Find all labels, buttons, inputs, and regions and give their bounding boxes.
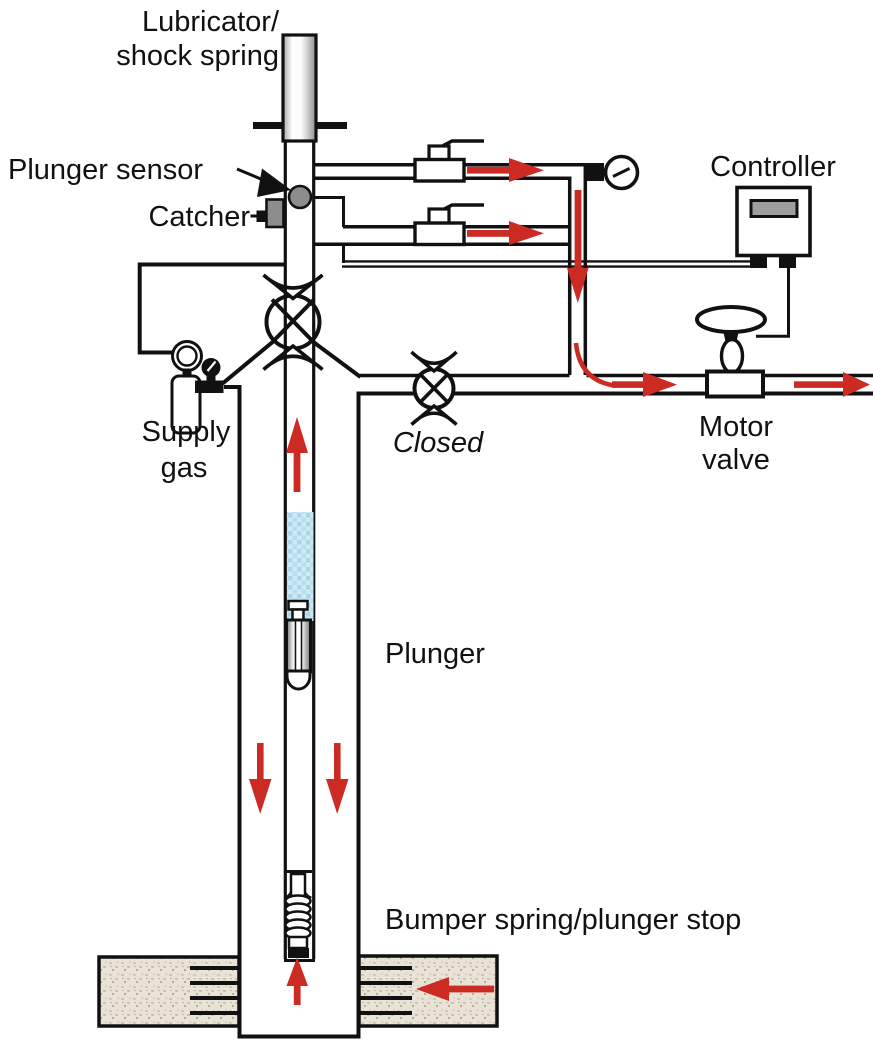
flow-arrow-inflow-up (286, 957, 308, 1005)
control-line (756, 267, 790, 338)
controller-housing (735, 185, 812, 258)
label-controller: Controller (710, 151, 836, 183)
vent-run1-top (313, 163, 588, 375)
control-valve-1 (413, 144, 466, 183)
label-lubricator-line1: Lubricator/ (142, 6, 280, 38)
closed-valve (410, 350, 458, 426)
pressure-gauge (586, 154, 640, 191)
motor-valve (695, 305, 767, 399)
plunger-barrel (285, 618, 312, 674)
supply-gauge-stem (182, 368, 192, 378)
ground-blocks (97, 954, 499, 1028)
bumper-spring (284, 870, 312, 958)
closed-valve-cross (419, 373, 449, 404)
controller-display (749, 199, 799, 218)
master-valve-cross (220, 298, 362, 386)
flow-arrow-tubing-up (286, 417, 308, 492)
supply-gauge-small-needle (206, 360, 217, 372)
label-bumper: Bumper spring/plunger stop (385, 904, 741, 936)
valve2-body (413, 221, 466, 247)
flow-arrow-vent1-right (467, 158, 544, 182)
plunger-stop-band (288, 948, 309, 958)
valve-bonnet (719, 337, 745, 375)
labels: Lubricator/ shock spring Plunger sensor … (8, 6, 836, 936)
flow-arrow-annulus-right-down (326, 743, 349, 814)
supply-loop-line (137, 262, 285, 355)
controller-terminal-right (779, 255, 796, 268)
catcher-nub (256, 210, 267, 222)
plunger-nose (285, 669, 312, 691)
gauge-needle (612, 167, 631, 178)
bumper-collar (287, 935, 309, 950)
plunger-cap (287, 599, 309, 611)
perforations-right (359, 966, 412, 1015)
closed-valve-wing-top (410, 350, 458, 374)
bumper-neck (289, 872, 307, 898)
supply-gauge-large-inner (176, 345, 198, 367)
catcher-block (250, 198, 285, 229)
supply-tank (170, 374, 202, 435)
supply-gauge-small-stem (206, 375, 216, 382)
regulator-outlet (195, 380, 224, 393)
plunger-sensor-dot (287, 184, 313, 210)
label-supply-line2: gas (161, 452, 208, 484)
label-plunger: Plunger (385, 638, 485, 670)
label-motor-line2: valve (702, 444, 770, 476)
actuator-diaphragm (695, 305, 767, 334)
flow-arrow-flowline-mid (612, 372, 677, 397)
spring-coils (284, 894, 312, 940)
perforations-left (190, 966, 239, 1015)
controller-terminal-left (750, 255, 767, 268)
label-motor-line1: Motor (699, 411, 773, 443)
label-catcher: Catcher (148, 201, 250, 233)
supply-regulator (170, 340, 224, 435)
signal-line (342, 260, 750, 268)
plunger-body (285, 599, 312, 691)
flow-curve-elbow (573, 342, 615, 388)
closed-valve-wing-bottom (410, 403, 458, 426)
vent-run1-bottom (313, 176, 572, 375)
control-valve-2 (413, 207, 466, 247)
flow-arrow-down-pipe (567, 190, 589, 303)
sensor-arrow-head (257, 168, 291, 197)
valve1-body (413, 157, 466, 183)
master-valve-wing-bottom (262, 343, 324, 371)
flow-arrows (249, 158, 870, 1005)
flow-arrow-inflow-left (416, 977, 494, 1001)
gauge-mount (586, 163, 604, 181)
label-lubricator-line2: shock spring (116, 40, 279, 72)
flow-arrow-flowline-right (794, 372, 870, 397)
flow-arrow-annulus-left-down (249, 743, 272, 814)
sensor-tap (313, 196, 345, 227)
lubricator-barrel (281, 33, 318, 143)
master-valve-wing-top (262, 273, 324, 301)
tubing (283, 139, 316, 962)
label-closed: Closed (393, 427, 484, 459)
controller-box (735, 185, 812, 268)
flow-arrow-vent2-right (467, 221, 544, 245)
label-supply-line1: Supply (142, 416, 231, 448)
casing (224, 385, 873, 1039)
motor-valve-body (705, 369, 765, 399)
label-plunger-sensor: Plunger sensor (8, 154, 203, 186)
